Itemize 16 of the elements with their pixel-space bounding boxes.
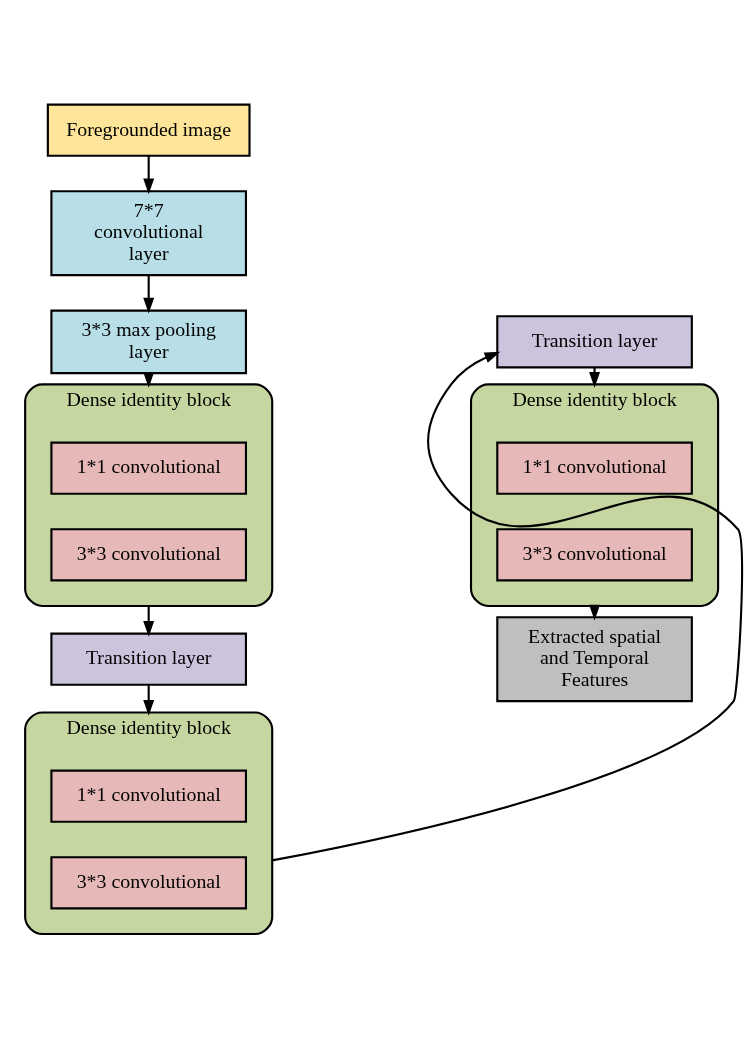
node-box: 3*3 convolutional <box>496 527 693 581</box>
node-box: 1*1 convolutional <box>50 441 247 495</box>
node-box: Extracted spatial and Temporal Features <box>496 615 693 702</box>
arrow <box>143 684 155 716</box>
arrow <box>589 367 601 388</box>
node-box: 1*1 convolutional <box>50 769 247 823</box>
arrow <box>143 155 155 194</box>
node-box: 3*3 convolutional <box>50 527 247 581</box>
node-box: Foregrounded image <box>46 103 251 157</box>
arrow <box>272 351 743 861</box>
node-box: 3*3 convolutional <box>50 855 247 909</box>
arrow <box>143 274 155 313</box>
node-box: Transition layer <box>496 314 693 368</box>
node-box: Transition layer <box>50 632 247 686</box>
node-box: 1*1 convolutional <box>496 441 693 495</box>
node-box: 7*7 convolutional layer <box>50 189 247 276</box>
